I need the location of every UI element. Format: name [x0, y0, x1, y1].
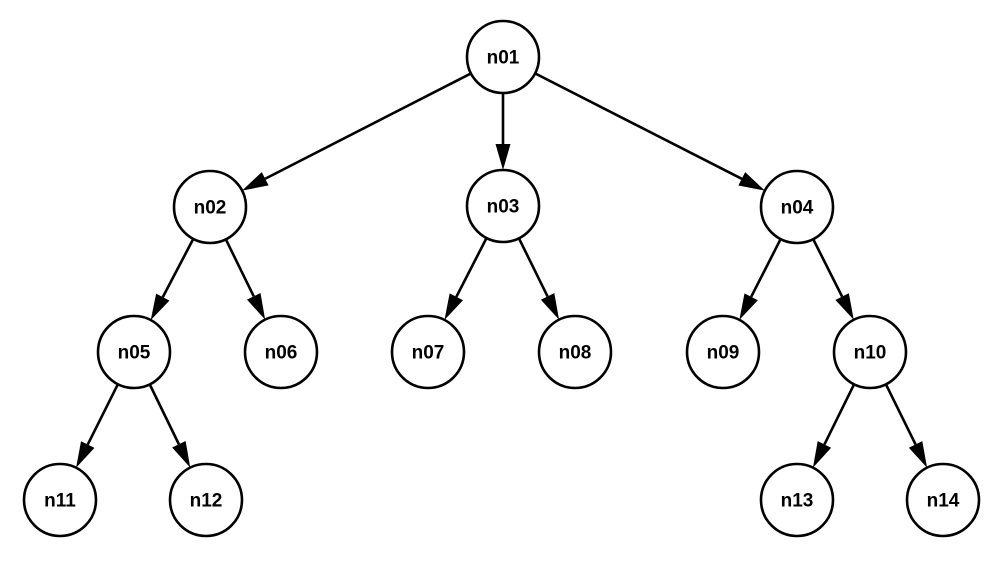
edge-n01-to-n03	[495, 93, 511, 170]
edge-line	[224, 238, 255, 297]
edge-n02-to-n06	[224, 238, 266, 320]
edge-line	[750, 238, 782, 298]
edge-line	[517, 237, 549, 297]
edge-n01-to-n04	[534, 72, 765, 191]
node-label: n11	[44, 491, 76, 512]
arrow-head-icon	[242, 172, 269, 191]
edge-line	[823, 383, 856, 445]
edge-n05-to-n12	[148, 383, 191, 468]
edge-n03-to-n08	[517, 237, 560, 320]
arrow-head-icon	[812, 441, 832, 468]
node-circle[interactable]	[759, 462, 835, 538]
edge-line	[161, 238, 195, 298]
edge-line	[812, 238, 844, 298]
arrow-head-icon	[835, 293, 854, 320]
node-n05[interactable]: n05	[96, 314, 172, 390]
node-n11[interactable]: n11	[22, 462, 98, 538]
node-n08[interactable]: n08	[537, 314, 613, 390]
node-n03[interactable]: n03	[465, 168, 541, 244]
node-circle[interactable]	[172, 169, 248, 245]
arrow-head-icon	[739, 293, 758, 320]
node-circle[interactable]	[832, 314, 908, 390]
node-label: n12	[190, 491, 223, 512]
arrow-head-icon	[540, 293, 560, 320]
node-n12[interactable]: n12	[168, 462, 244, 538]
node-label: n13	[781, 491, 814, 512]
edge-line	[534, 72, 743, 180]
edge-n10-to-n14	[884, 383, 928, 468]
edge-n04-to-n09	[739, 238, 782, 320]
node-label: n02	[194, 198, 227, 219]
node-circle[interactable]	[465, 168, 541, 244]
node-label: n09	[707, 343, 740, 364]
node-label: n05	[118, 343, 151, 364]
node-n14[interactable]: n14	[905, 462, 981, 538]
node-n06[interactable]: n06	[243, 314, 319, 390]
node-circle[interactable]	[685, 314, 761, 390]
arrow-head-icon	[444, 293, 463, 320]
edge-line	[148, 383, 181, 445]
node-circle[interactable]	[905, 462, 981, 538]
node-label: n01	[487, 48, 520, 69]
node-label: n06	[265, 343, 298, 364]
edges-layer	[76, 72, 928, 468]
node-n02[interactable]: n02	[172, 169, 248, 245]
edge-n05-to-n11	[76, 383, 120, 468]
arrow-head-icon	[908, 441, 928, 468]
node-label: n03	[487, 197, 520, 218]
node-n09[interactable]: n09	[685, 314, 761, 390]
arrow-head-icon	[150, 293, 170, 321]
edge-n03-to-n07	[444, 237, 488, 320]
arrow-head-icon	[495, 144, 511, 170]
node-label: n14	[927, 491, 960, 512]
node-circle[interactable]	[22, 462, 98, 538]
node-circle[interactable]	[537, 314, 613, 390]
edge-n01-to-n02	[242, 72, 472, 191]
edge-n04-to-n10	[812, 238, 854, 320]
nodes-layer: n01 n02 n03 n04 n05 n06 n07 n08 n09 n10 n11 n12 n13 n…	[22, 19, 981, 538]
node-circle[interactable]	[96, 314, 172, 390]
node-n10[interactable]: n10	[832, 314, 908, 390]
node-circle[interactable]	[465, 19, 541, 95]
node-circle[interactable]	[759, 169, 835, 245]
arrow-head-icon	[738, 172, 765, 191]
node-label: n10	[854, 343, 887, 364]
node-n07[interactable]: n07	[390, 314, 466, 390]
node-label: n08	[559, 343, 592, 364]
edge-line	[884, 383, 917, 445]
node-circle[interactable]	[390, 314, 466, 390]
arrow-head-icon	[76, 441, 95, 468]
edge-line	[455, 237, 488, 298]
arrow-head-icon	[172, 440, 191, 468]
node-n13[interactable]: n13	[759, 462, 835, 538]
edge-line	[264, 72, 472, 180]
node-circle[interactable]	[243, 314, 319, 390]
node-n01[interactable]: n01	[465, 19, 541, 95]
edge-n02-to-n05	[150, 238, 195, 321]
node-label: n07	[412, 343, 445, 364]
edge-n10-to-n13	[812, 383, 856, 468]
node-circle[interactable]	[168, 462, 244, 538]
arrow-head-icon	[247, 293, 266, 320]
node-n04[interactable]: n04	[759, 169, 835, 245]
edge-line	[86, 383, 120, 446]
node-label: n04	[781, 198, 814, 219]
